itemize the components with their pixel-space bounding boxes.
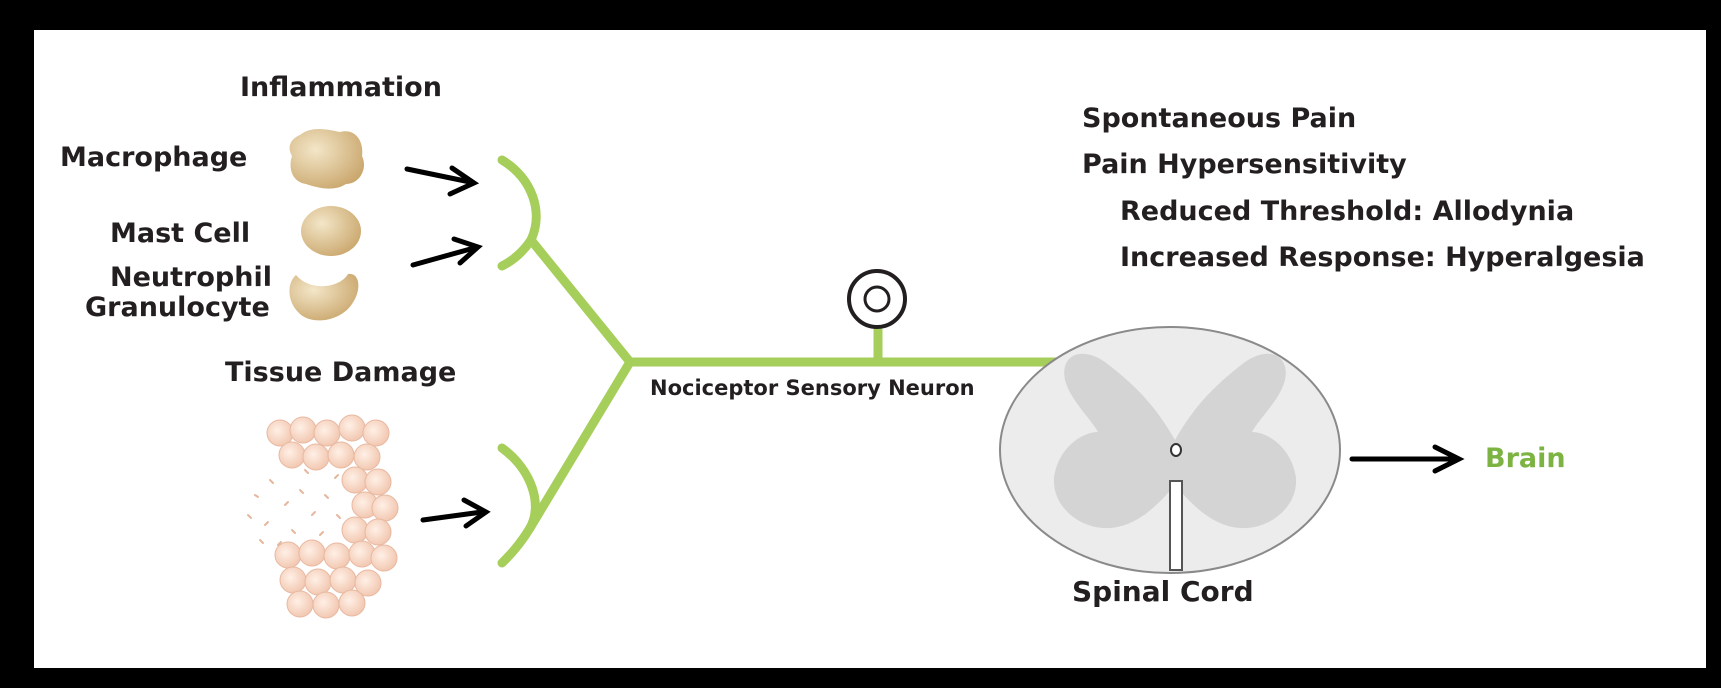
neuron-nucleus [863,285,891,313]
macrophage-cell [289,128,365,189]
cell-arrows [404,165,491,529]
mast-cell [301,206,361,256]
outcome-allodynia: Reduced Threshold: Allodynia [1120,196,1575,227]
spinal-cord-fissure [1169,480,1183,571]
label-nociceptor-neuron: Nociceptor Sensory Neuron [650,376,975,400]
brain-arrow [1349,444,1465,474]
outcome-hyperalgesia: Increased Response: Hyperalgesia [1120,242,1645,273]
label-granulocyte: Granulocyte [85,292,270,323]
outcome-pain-hypersensitivity: Pain Hypersensitivity [1082,149,1407,180]
label-tissue-damage: Tissue Damage [225,357,457,388]
tissue-debris [247,469,341,546]
label-neutrophil: Neutrophil [110,262,272,293]
label-mast-cell: Mast Cell [110,218,251,249]
label-brain: Brain [1485,443,1566,474]
spinal-cord-gray-matter [1053,353,1297,529]
outcome-spontaneous-pain: Spontaneous Pain [1082,103,1357,134]
label-spinal-cord: Spinal Cord [1072,575,1254,608]
damaged-tissue [266,414,399,619]
neutrophil-granulocyte-cell [289,273,359,321]
label-macrophage: Macrophage [60,142,248,173]
label-inflammation: Inflammation [240,72,442,103]
nociceptor-neuron [497,155,1067,568]
central-canal [1170,443,1182,457]
